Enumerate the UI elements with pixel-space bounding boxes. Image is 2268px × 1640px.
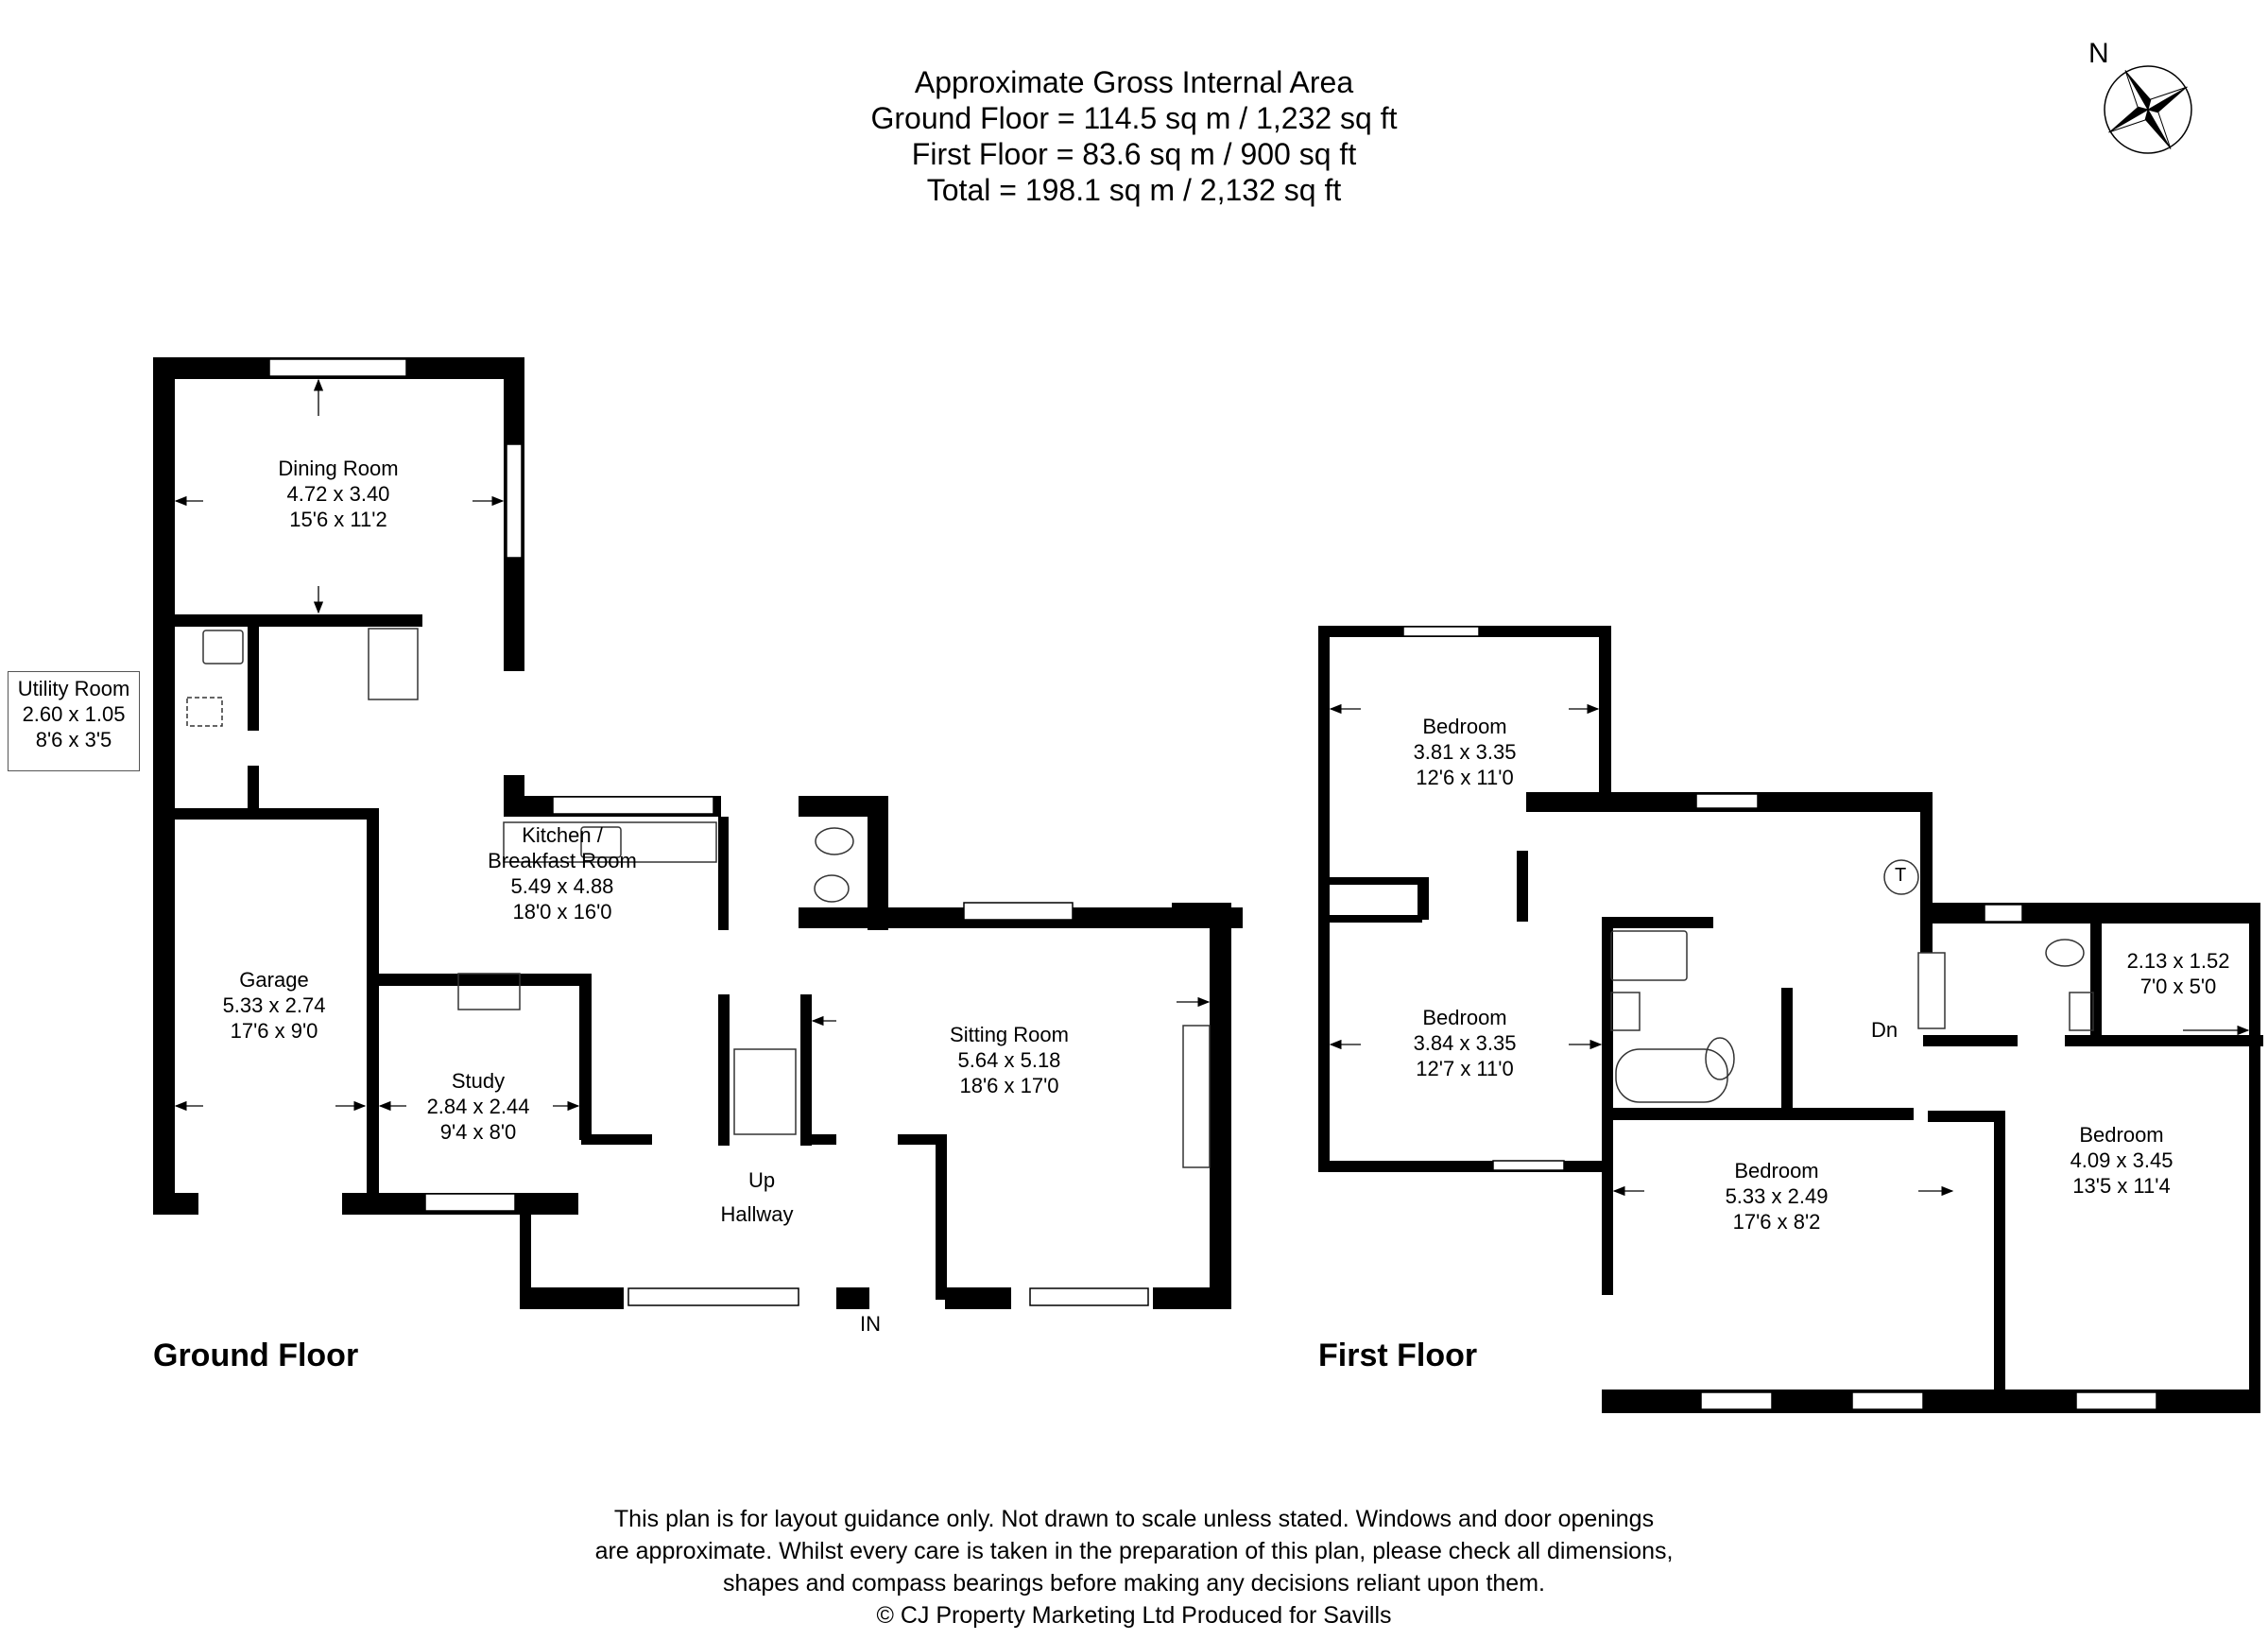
room-name: Bedroom <box>1734 1159 1819 1183</box>
room-name: Study <box>451 1069 506 1093</box>
room-imperial: 7'0 x 5'0 <box>2139 975 2217 998</box>
room-bedroom-3: Bedroom 5.33 x 2.49 17'6 x 8'2 <box>1726 1158 1829 1234</box>
room-kitchen: Kitchen / Breakfast Room 5.49 x 4.88 18'… <box>488 822 637 924</box>
room-name: Sitting Room <box>950 1023 1069 1046</box>
room-bedroom-1: Bedroom 3.81 x 3.35 12'6 x 11'0 <box>1414 714 1517 790</box>
windows <box>268 358 2157 1410</box>
room-metric: 2.84 x 2.44 <box>426 1095 530 1118</box>
room-imperial: 12'7 x 11'0 <box>1416 1057 1514 1080</box>
room-imperial: 9'4 x 8'0 <box>439 1120 517 1144</box>
room-imperial: 12'6 x 11'0 <box>1416 766 1514 789</box>
first-floor-title: First Floor <box>1318 1338 1478 1373</box>
first-floor-walls <box>1318 626 2263 1413</box>
room-bedroom-2: Bedroom 3.84 x 3.35 12'7 x 11'0 <box>1414 1005 1517 1081</box>
room-metric: 4.09 x 3.45 <box>2070 1148 2174 1172</box>
room-study: Study 2.84 x 2.44 9'4 x 8'0 <box>427 1068 530 1145</box>
compass-north-label: N <box>2088 38 2109 69</box>
entrance-label: IN <box>860 1312 881 1336</box>
room-metric: 5.33 x 2.74 <box>222 993 326 1017</box>
room-imperial: 17'6 x 9'0 <box>230 1019 318 1043</box>
room-bedroom-4: Bedroom 4.09 x 3.45 13'5 x 11'4 <box>2070 1122 2174 1199</box>
room-name-line2: Breakfast Room <box>488 849 637 872</box>
room-imperial: 15'6 x 11'2 <box>289 508 387 531</box>
room-metric: 2.60 x 1.05 <box>22 702 126 726</box>
room-metric: 2.13 x 1.52 <box>2126 949 2230 973</box>
disclaimer-line: This plan is for layout guidance only. N… <box>613 1506 1655 1532</box>
room-sitting: Sitting Room 5.64 x 5.18 18'6 x 17'0 <box>950 1022 1069 1098</box>
room-metric: 4.72 x 3.40 <box>286 482 390 506</box>
room-metric: 5.33 x 2.49 <box>1725 1184 1829 1208</box>
room-name: Bedroom <box>2079 1123 2164 1147</box>
room-metric: 3.81 x 3.35 <box>1413 740 1517 764</box>
room-imperial: 18'0 x 16'0 <box>512 900 612 924</box>
room-imperial: 8'6 x 3'5 <box>35 728 112 751</box>
room-name: Bedroom <box>1422 715 1507 738</box>
ground-floor-walls <box>153 357 1243 1309</box>
compass-rose-icon <box>2104 65 2192 154</box>
first-floor-area: First Floor = 83.6 sq m / 900 sq ft <box>911 137 1357 171</box>
fixtures <box>186 628 2094 1168</box>
room-name: Kitchen / <box>522 823 603 847</box>
stairs-down-label: Dn <box>1871 1018 1899 1042</box>
room-imperial: 18'6 x 17'0 <box>959 1074 1059 1097</box>
room-metric: 5.64 x 5.18 <box>957 1048 1061 1072</box>
room-metric: 3.84 x 3.35 <box>1413 1031 1517 1055</box>
room-ensuite: 2.13 x 1.52 7'0 x 5'0 <box>2127 948 2230 999</box>
room-name: Utility Room <box>17 677 130 700</box>
room-garage: Garage 5.33 x 2.74 17'6 x 9'0 <box>223 967 326 1044</box>
ground-floor-area: Ground Floor = 114.5 sq m / 1,232 sq ft <box>870 101 1398 135</box>
room-name: Garage <box>239 968 309 992</box>
area-heading: Approximate Gross Internal Area <box>914 65 1354 99</box>
room-imperial: 17'6 x 8'2 <box>1732 1210 1821 1234</box>
room-metric: 5.49 x 4.88 <box>510 874 614 898</box>
copyright-line: © CJ Property Marketing Ltd Produced for… <box>876 1602 1392 1629</box>
room-hallway: Hallway <box>720 1201 793 1227</box>
area-summary: Approximate Gross Internal Area Ground F… <box>756 64 1512 208</box>
total-area: Total = 198.1 sq m / 2,132 sq ft <box>926 173 1342 207</box>
disclaimer: This plan is for layout guidance only. N… <box>444 1503 1824 1631</box>
disclaimer-line: shapes and compass bearings before makin… <box>723 1570 1545 1597</box>
room-name: Bedroom <box>1422 1006 1507 1029</box>
room-imperial: 13'5 x 11'4 <box>2072 1174 2171 1198</box>
disclaimer-line: are approximate. Whilst every care is ta… <box>594 1538 1674 1564</box>
tank-label: T <box>1895 865 1907 886</box>
stairs-up-label: Up <box>748 1168 776 1192</box>
room-name: Hallway <box>720 1202 794 1226</box>
dimension-arrows <box>174 378 2250 1197</box>
room-dining: Dining Room 4.72 x 3.40 15'6 x 11'2 <box>278 456 398 532</box>
room-name: Dining Room <box>278 457 399 480</box>
room-utility: Utility Room 2.60 x 1.05 8'6 x 3'5 <box>8 671 140 771</box>
ground-floor-title: Ground Floor <box>153 1338 359 1373</box>
